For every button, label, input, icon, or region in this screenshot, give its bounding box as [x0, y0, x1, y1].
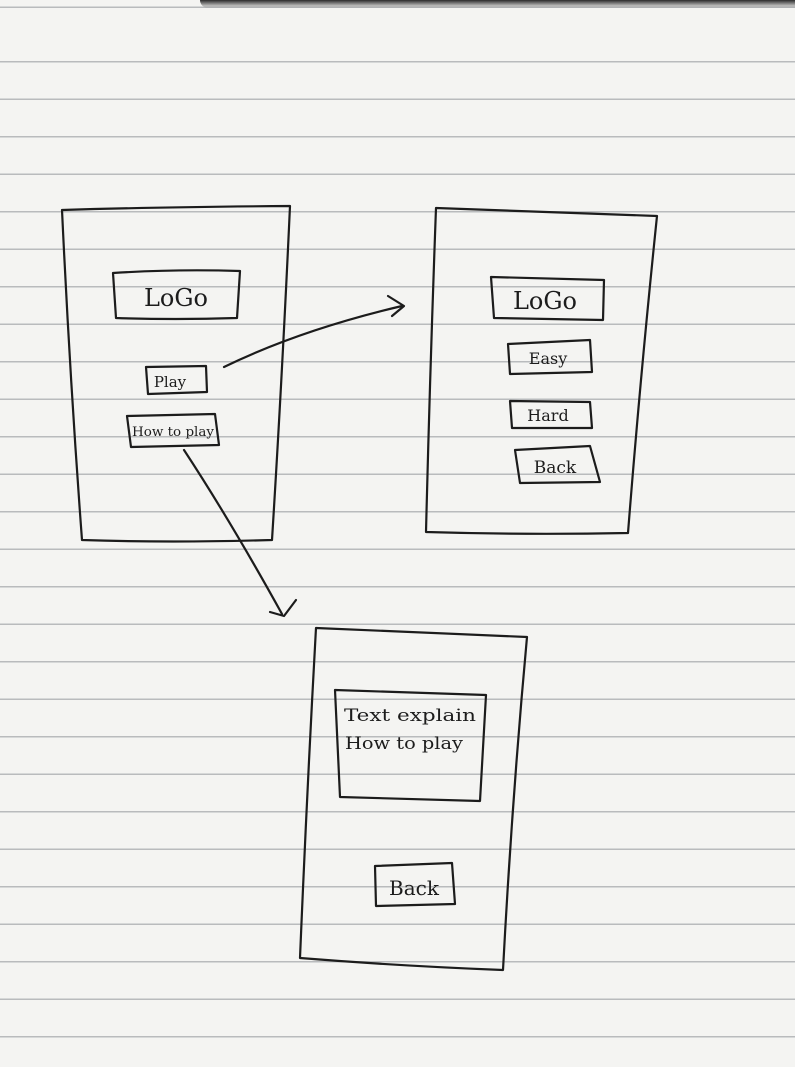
- play-button[interactable]: Play: [144, 364, 209, 396]
- how-to-play-button-label: How to play: [132, 425, 215, 440]
- page-edge-shadow: [200, 0, 795, 8]
- difficulty-logo-text: LoGo: [513, 287, 577, 315]
- difficulty-logo: LoGo: [489, 275, 606, 322]
- hard-button-label: Hard: [527, 406, 568, 425]
- play-button-label: Play: [154, 373, 187, 391]
- instructions-text-box: Text explain How to play: [333, 688, 488, 803]
- how-to-play-screen: Text explain How to play Back: [298, 626, 529, 972]
- difficulty-back-button-label: Back: [534, 458, 577, 478]
- main-menu-logo-text: LoGo: [144, 284, 208, 312]
- main-menu-screen: LoGo Play How to play: [60, 204, 292, 543]
- difficulty-back-button[interactable]: Back: [513, 444, 602, 485]
- instructions-line-2: How to play: [345, 734, 463, 754]
- difficulty-screen: LoGo Easy Hard Back: [424, 206, 659, 535]
- how-to-play-button[interactable]: How to play: [125, 412, 221, 449]
- how-to-play-back-button[interactable]: Back: [373, 861, 457, 908]
- how-to-play-back-button-label: Back: [389, 876, 440, 900]
- how-to-play-frame: [298, 626, 529, 972]
- hard-button[interactable]: Hard: [508, 399, 594, 430]
- main-menu-logo: LoGo: [111, 269, 242, 321]
- easy-button-label: Easy: [529, 349, 567, 368]
- arrow-howto-to-help: [182, 448, 298, 618]
- instructions-line-1: Text explain: [344, 706, 476, 726]
- difficulty-frame: [424, 206, 659, 535]
- main-menu-frame: [60, 204, 292, 543]
- arrow-play-to-difficulty: [222, 294, 406, 369]
- easy-button[interactable]: Easy: [506, 338, 594, 376]
